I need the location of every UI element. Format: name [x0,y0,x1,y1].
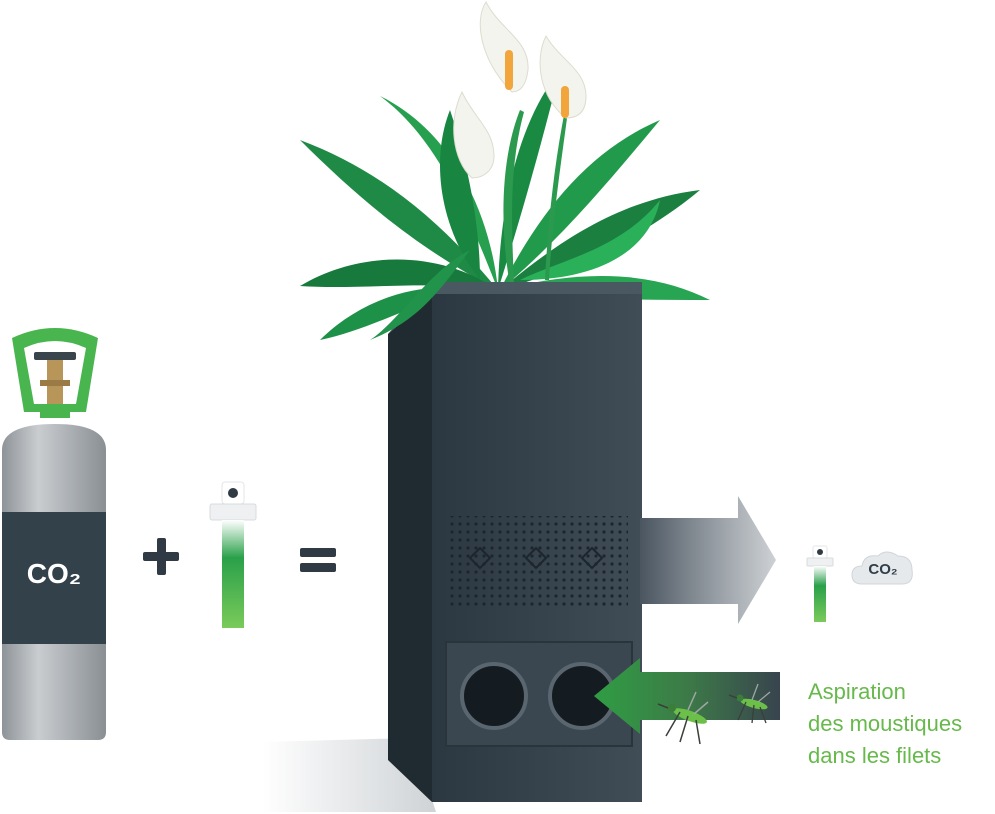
attractant-cartridge [209,481,257,628]
plus-sign [143,538,179,575]
caption-line: des moustiques [808,711,963,736]
mosquito-icon [657,691,709,745]
suction-caption: Aspiration des moustiques dans les filet… [808,676,995,772]
intake-hole-left [460,662,528,730]
valve-knob [34,352,76,360]
co2-outflow-arrow [640,496,776,624]
co2-cylinder [2,328,106,740]
cylinder-label [2,512,106,644]
cylinder-co2-label: CO₂ [26,558,82,589]
caption-line: Aspiration [808,679,906,704]
caption-line: dans les filets [808,743,942,768]
mosquito-icon [728,683,771,724]
mosquito-trap [370,250,642,802]
attractant-cartridge-small [806,545,834,622]
suction-arrow [594,658,780,734]
cloud-co2-label: CO₂ [868,561,898,578]
vent-ornaments [468,546,604,570]
co2-cloud [851,551,913,585]
trap-side-panel [388,296,432,802]
equals-sign [300,548,336,572]
